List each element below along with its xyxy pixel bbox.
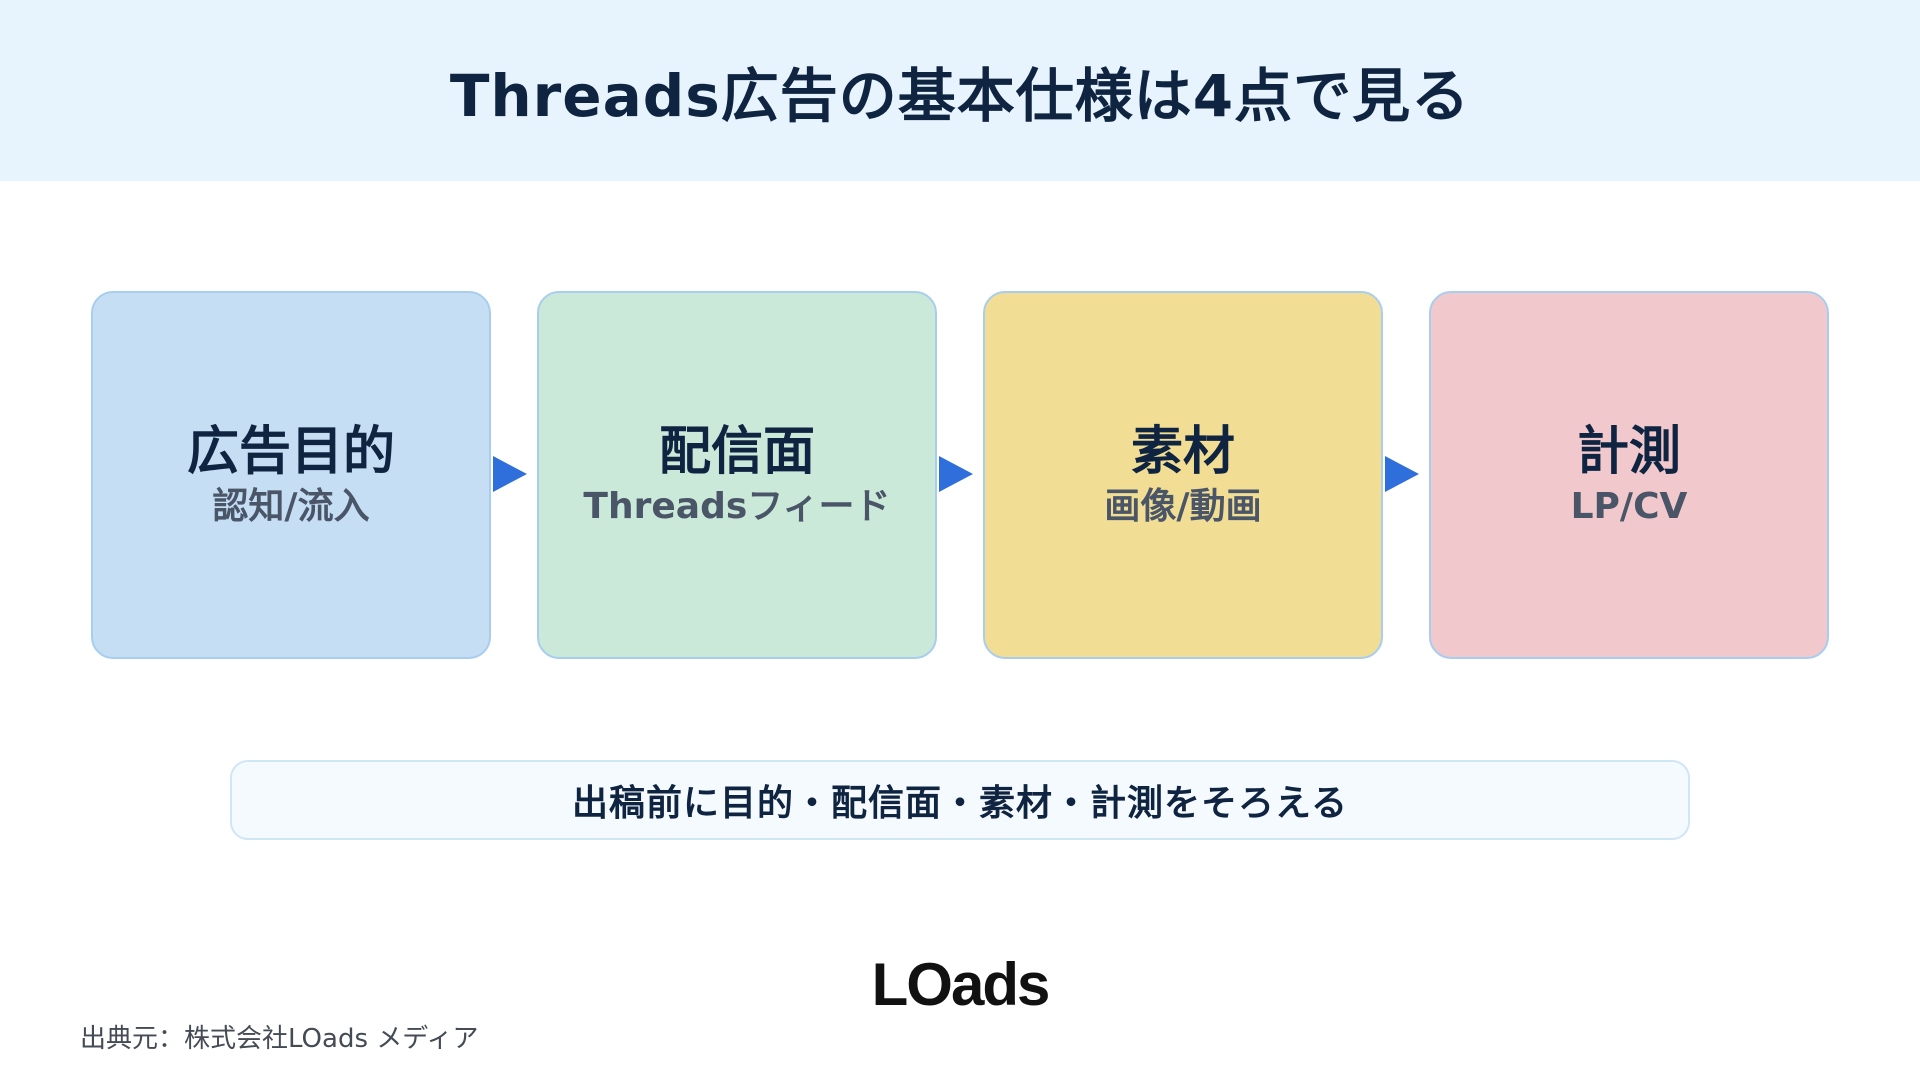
step-title: 配信面 (658, 422, 815, 482)
header-banner: Threads広告の基本仕様は4点で見る (0, 0, 1920, 181)
step-title: 素材 (1130, 422, 1235, 482)
step-subtitle: LP/CV (1570, 486, 1688, 527)
step-title: 計測 (1576, 422, 1681, 482)
step-card-creative: 素材 画像/動画 (983, 291, 1383, 659)
step-card-objective: 広告目的 認知/流入 (91, 291, 491, 659)
step-subtitle: 画像/動画 (1104, 486, 1262, 527)
arrow-right-icon (493, 456, 527, 492)
loads-logo: LOads (871, 951, 1051, 1018)
step-card-measurement: 計測 LP/CV (1429, 291, 1829, 659)
step-title: 広告目的 (186, 422, 395, 482)
arrow-right-icon (1385, 456, 1419, 492)
step-card-placement: 配信面 Threadsフィード (537, 291, 937, 659)
step-subtitle: Threadsフィード (583, 486, 891, 527)
page-title: Threads広告の基本仕様は4点で見る (449, 61, 1471, 130)
step-subtitle: 認知/流入 (212, 486, 370, 527)
source-credit: 出典元：株式会社LOads メディア (80, 1024, 479, 1054)
summary-text: 出稿前に目的・配信面・素材・計測をそろえる (572, 783, 1348, 824)
arrow-right-icon (939, 456, 973, 492)
summary-banner: 出稿前に目的・配信面・素材・計測をそろえる (230, 760, 1690, 840)
